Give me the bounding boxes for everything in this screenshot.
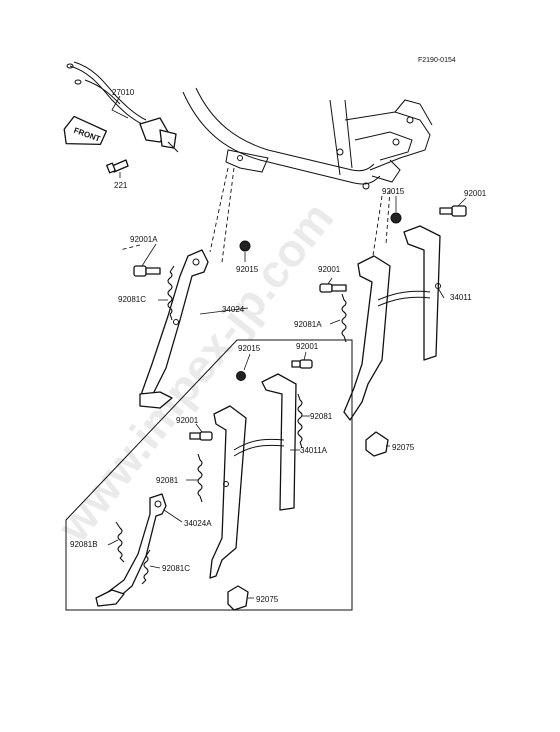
label-34011A: 34011A (300, 446, 328, 455)
figure-id: F2190-0154 (418, 57, 456, 64)
label-92081-right: 92081 (310, 412, 333, 421)
label-92075-right: 92075 (392, 443, 415, 452)
label-34024A: 34024A (184, 519, 212, 528)
label-34011: 34011 (450, 293, 472, 302)
bolt-92001A (133, 265, 161, 277)
watermark: www.impex-jp.com (46, 192, 343, 552)
bolt-221 (106, 159, 129, 174)
frame-illustration (182, 87, 433, 190)
nut-92015-top (239, 240, 251, 252)
side-stand-34024 (139, 249, 209, 409)
label-92001-box: 92001 (296, 342, 319, 351)
spring-92081B (115, 521, 125, 563)
label-92081C-box: 92081C (162, 564, 190, 573)
label-92001A: 92001A (130, 235, 158, 244)
label-92015-right: 92015 (382, 187, 405, 196)
option-box-outline (65, 339, 353, 611)
label-27010: 27010 (112, 88, 135, 97)
spring-92081-box (197, 453, 203, 503)
label-92001-box-left: 92001 (176, 416, 199, 425)
label-92075-box: 92075 (256, 595, 279, 604)
leader-lines (107, 95, 467, 599)
bolt-92001-mid (319, 283, 347, 293)
label-34024: 34024 (222, 305, 245, 314)
side-stand-34024A (95, 493, 167, 607)
center-stand-34011 (343, 225, 441, 421)
bolt-92001-box-left (189, 431, 213, 441)
label-92001-right: 92001 (464, 189, 487, 198)
spring-92081C-top (167, 265, 175, 321)
spring-92081C-box (141, 549, 151, 585)
bolt-92001-right (439, 205, 467, 217)
label-92081A: 92081A (294, 320, 322, 329)
side-stand-switch (66, 61, 179, 153)
rubber-cap-92075-box (227, 585, 249, 611)
label-92081B: 92081B (70, 540, 98, 549)
label-92001-mid: 92001 (318, 265, 341, 274)
nut-92015-right (390, 212, 402, 224)
part-labels: 27010 221 92001A 92015 92081C 34024 9201… (70, 88, 487, 604)
bolt-92001-box (291, 359, 313, 369)
label-221: 221 (114, 181, 128, 190)
front-arrow: FRONT (63, 115, 107, 146)
label-92015-top: 92015 (236, 265, 259, 274)
label-92081C-top: 92081C (118, 295, 146, 304)
spring-92081-right (297, 393, 303, 449)
watermark-text: www.impex-jp.com (46, 192, 343, 552)
label-92015-box: 92015 (238, 344, 261, 353)
nut-92015-box (236, 371, 246, 381)
spring-92081A (341, 293, 347, 343)
label-92081-box: 92081 (156, 476, 179, 485)
rubber-cap-92075-right (365, 431, 389, 457)
center-stand-34011A (209, 373, 297, 579)
